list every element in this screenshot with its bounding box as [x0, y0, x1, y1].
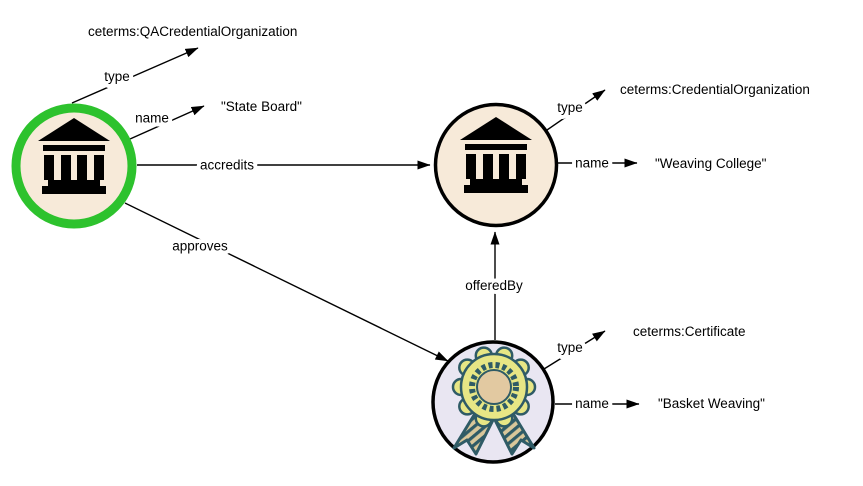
bank-icon — [38, 118, 110, 194]
edge-accredits: accredits — [137, 154, 431, 177]
qa-type-value: ceterms:QACredentialOrganization — [88, 24, 297, 39]
edge-approves-label: approves — [172, 239, 228, 254]
edge-approves: approves — [124, 202, 449, 362]
cert-name-arrow: name — [555, 392, 640, 415]
qa-name-label: name — [135, 111, 169, 126]
bank-icon — [460, 117, 532, 193]
node-credential-organization — [433, 102, 559, 228]
award-ribbon-icon — [451, 346, 537, 456]
org-type-value: ceterms:CredentialOrganization — [620, 82, 810, 97]
cert-name-label: name — [575, 396, 609, 411]
org-name-value: "Weaving College" — [655, 156, 767, 171]
org-type-arrow: type — [546, 89, 606, 131]
org-name-arrow: name — [558, 152, 638, 175]
org-name-label: name — [575, 156, 609, 171]
cert-type-value: ceterms:Certificate — [633, 324, 746, 339]
qa-type-line — [71, 47, 199, 104]
cert-type-label: type — [557, 340, 583, 355]
cert-type-line — [543, 330, 606, 370]
org-type-label: type — [557, 100, 583, 115]
edge-accredits-label: accredits — [200, 158, 254, 173]
qa-type-label: type — [104, 69, 130, 84]
cert-name-value: "Basket Weaving" — [658, 396, 765, 411]
qa-name-line — [129, 105, 205, 140]
node-qa-credential-organization — [11, 103, 137, 229]
org-type-line — [546, 89, 606, 131]
cert-type-arrow: type — [543, 330, 606, 370]
node-certificate — [431, 340, 555, 464]
credential-organization-circle — [433, 102, 559, 228]
edge-offered-by-label: offeredBy — [465, 278, 523, 293]
qa-type-arrow: type — [71, 47, 199, 104]
edge-offered-by: offeredBy — [461, 231, 527, 340]
edge-approves-line — [124, 202, 449, 362]
qa-name-arrow: name — [129, 105, 205, 140]
qa-name-value: "State Board" — [221, 99, 302, 114]
